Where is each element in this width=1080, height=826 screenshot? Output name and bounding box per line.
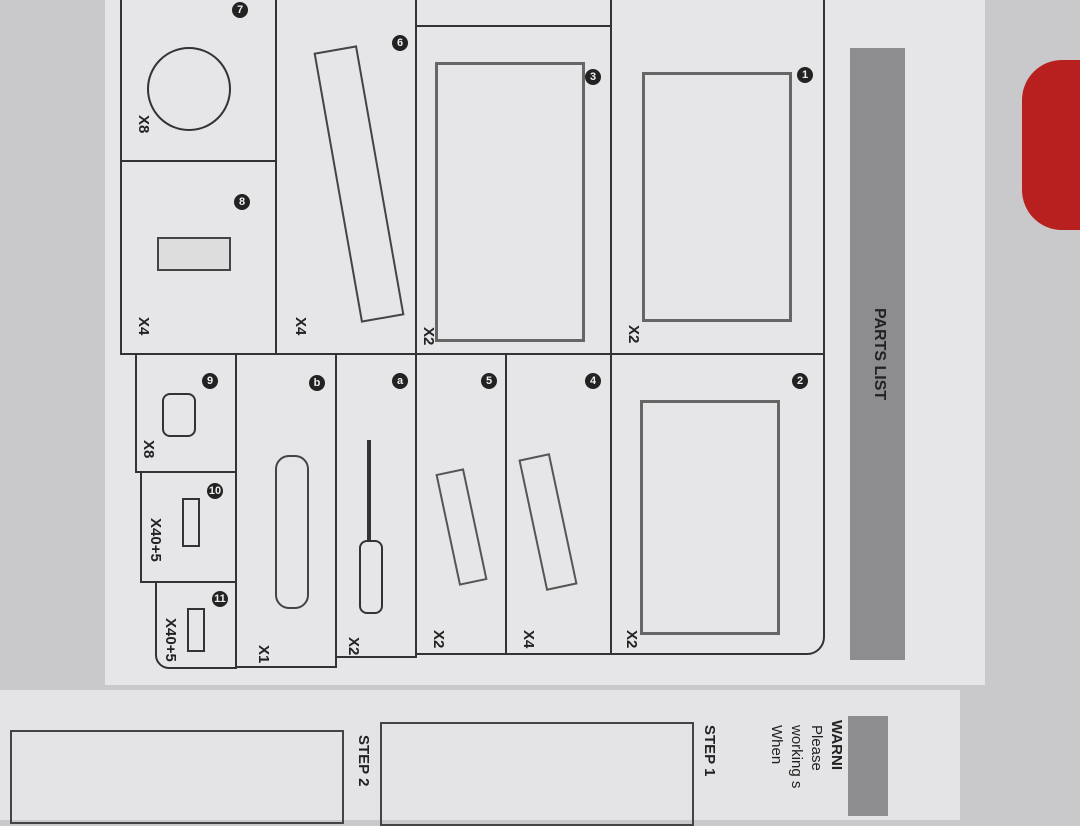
warning-bar bbox=[848, 716, 888, 816]
next-page bbox=[0, 690, 960, 820]
part-cell-2: 2 X2 bbox=[610, 353, 825, 655]
part-cell-3: 3 X2 bbox=[415, 25, 612, 355]
part-cell-7: 7 X8 bbox=[120, 0, 277, 162]
qty: X8 bbox=[140, 440, 157, 459]
qty: X40+5 bbox=[162, 618, 179, 662]
part-cell-10: 10 X40+5 bbox=[140, 471, 237, 583]
parts-list-title: PARTS LIST bbox=[871, 308, 888, 401]
step1-box bbox=[380, 722, 694, 826]
part-cell-b: b X1 bbox=[235, 353, 337, 668]
part-cell-11: 11 X40+5 bbox=[155, 581, 237, 669]
part-cell-1: 1 X2 bbox=[610, 0, 825, 355]
part-cell-9: 9 X8 bbox=[135, 353, 237, 473]
qty: X4 bbox=[135, 317, 152, 336]
qty: X2 bbox=[625, 325, 642, 344]
warning-line: working s bbox=[788, 725, 805, 789]
part-cell-8: 8 X4 bbox=[120, 160, 277, 355]
qty: X2 bbox=[623, 630, 640, 649]
qty: X4 bbox=[520, 630, 537, 649]
warning-title: WARNI bbox=[828, 720, 845, 770]
qty: X2 bbox=[420, 327, 437, 346]
qty: X4 bbox=[292, 317, 309, 336]
warning-line: Please bbox=[808, 725, 825, 771]
step1-label: STEP 1 bbox=[701, 725, 718, 777]
qty: X1 bbox=[255, 645, 272, 664]
red-object bbox=[1022, 60, 1080, 230]
warning-line: When bbox=[768, 725, 785, 765]
part-cell-5: 5 X2 bbox=[415, 353, 507, 655]
header-bar bbox=[850, 48, 905, 660]
qty: X8 bbox=[135, 115, 152, 134]
part-cell-4: 4 X4 bbox=[505, 353, 612, 655]
part-cell-6: 6 X4 bbox=[275, 0, 417, 355]
qty: X2 bbox=[430, 630, 447, 649]
qty: X2 bbox=[345, 637, 362, 656]
qty: X40+5 bbox=[147, 518, 164, 562]
part-cell-a: a X2 bbox=[335, 353, 417, 658]
step2-label: STEP 2 bbox=[355, 735, 372, 787]
parts-sheet bbox=[105, 0, 985, 685]
